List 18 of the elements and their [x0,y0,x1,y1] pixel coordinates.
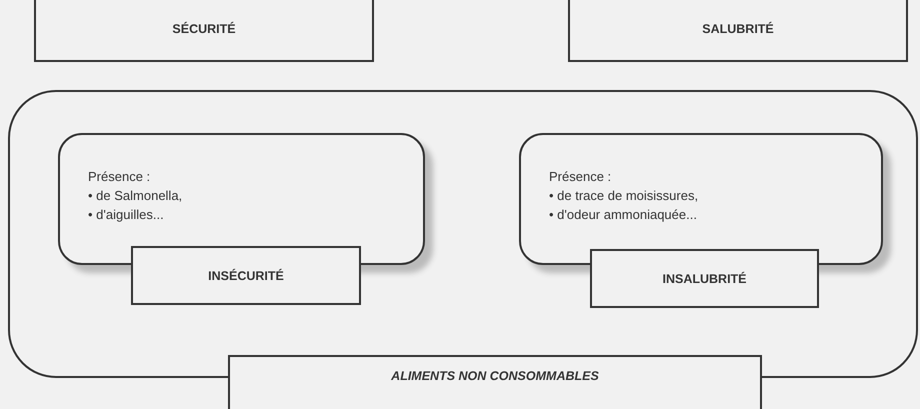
box-label: ALIMENTS NON CONSOMMABLES [391,369,599,383]
label-box [568,0,908,62]
box-label: SÉCURITÉ [172,22,236,36]
list-item: • de trace de moisissures, [549,187,700,205]
list-heading: Présence : [88,168,152,186]
list-item: • d'odeur ammoniaquée... [549,206,698,224]
list-heading: Présence : [549,168,612,186]
label-box [590,249,819,308]
description-box [58,133,425,265]
box-label: INSÉCURITÉ [208,268,284,282]
box-label: SALUBRITÉ [702,22,774,36]
conclusion-box [228,355,762,409]
label-box [131,246,361,305]
description-box [519,133,883,265]
list-item: • de Salmonella, [88,187,184,205]
list-item: • d'aiguilles... [88,206,165,224]
box-label: INSALUBRITÉ [662,272,747,286]
label-box [34,0,374,62]
